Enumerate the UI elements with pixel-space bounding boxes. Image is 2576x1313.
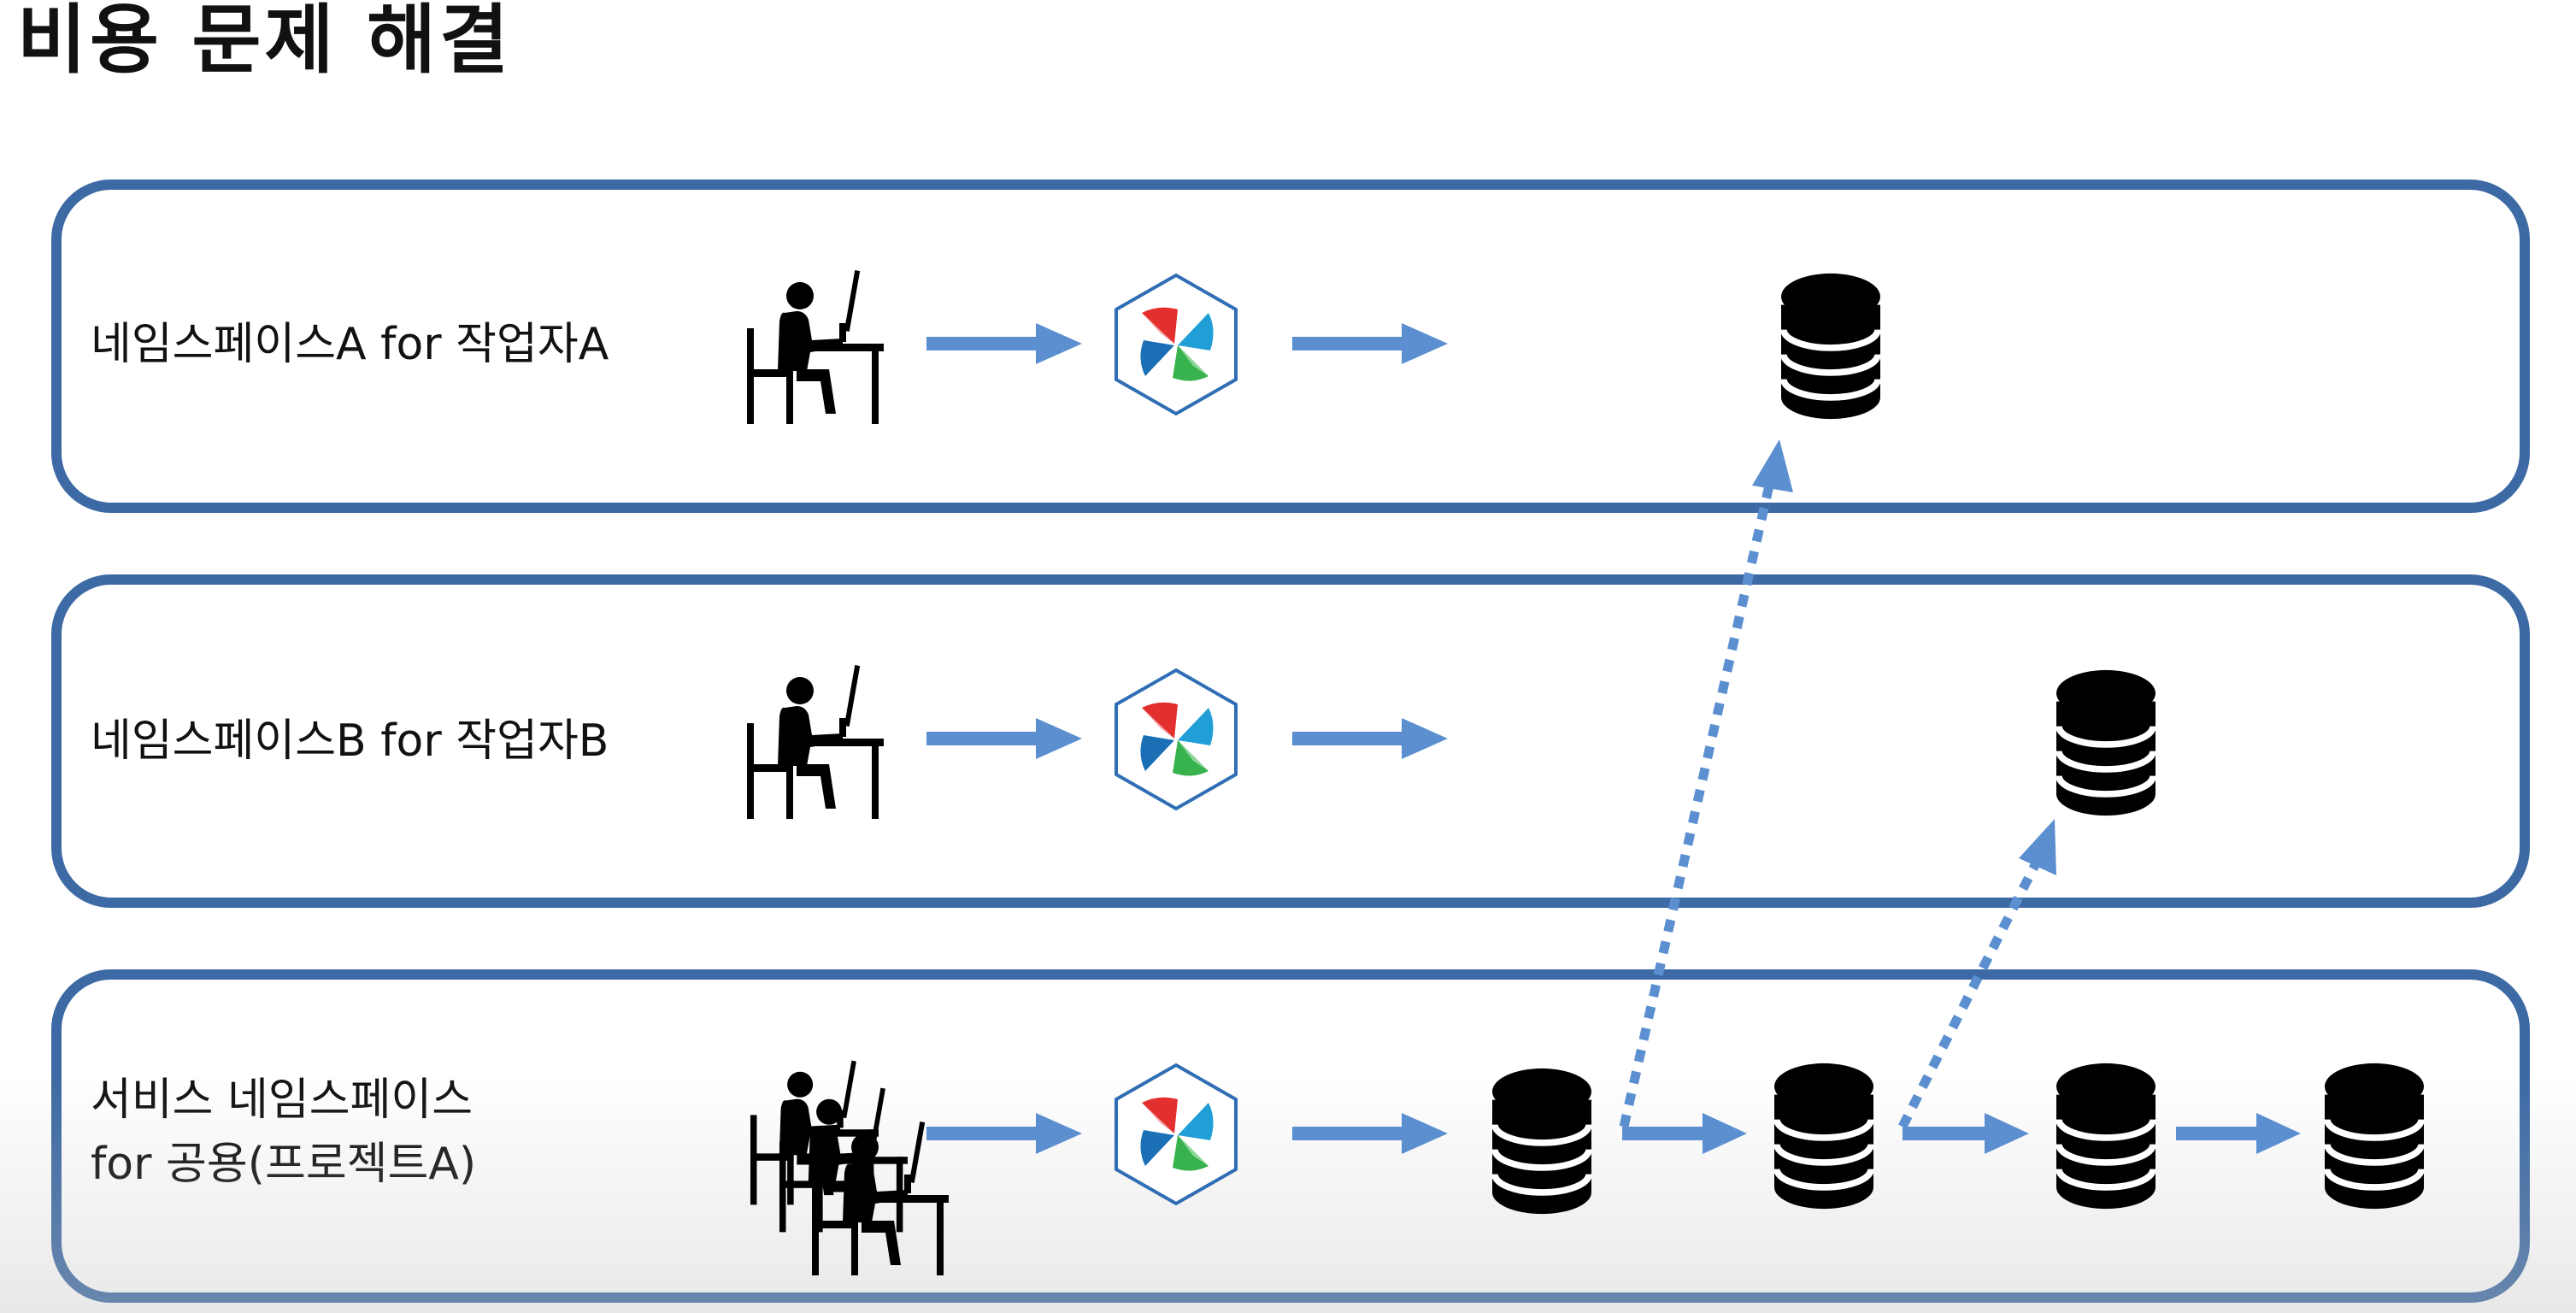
dotted-copy-arrow-to-a-head bbox=[1752, 439, 1793, 492]
dotted-copy-arrow-to-b bbox=[1898, 861, 2040, 1129]
worker-at-desk-icon bbox=[747, 665, 884, 819]
flow-arrow-head bbox=[2256, 1113, 2301, 1154]
page-title: 비용 문제 해결 bbox=[17, 0, 513, 84]
flow-arrow-head bbox=[1036, 718, 1082, 759]
service-namespace-panel bbox=[51, 969, 2530, 1303]
namespace-b-panel bbox=[51, 574, 2530, 908]
namespace-b-label: 네임스페이스B for 작업자B bbox=[91, 715, 609, 767]
flow-arrow-head bbox=[1036, 1113, 1082, 1154]
airflow-pinwheel-icon bbox=[1115, 1063, 1238, 1205]
database-icon bbox=[2056, 1063, 2155, 1209]
database-icon bbox=[1781, 274, 1880, 419]
database-icon bbox=[2325, 1063, 2424, 1209]
flow-arrow-head bbox=[1402, 323, 1448, 364]
worker-at-desk-icon bbox=[747, 270, 884, 424]
service-namespace-label-line1: 서비스 네임스페이스 bbox=[91, 1075, 473, 1126]
airflow-pinwheel-icon bbox=[1115, 668, 1238, 810]
flow-arrow-head bbox=[1985, 1113, 2029, 1154]
dotted-copy-arrow-to-b-head bbox=[2019, 819, 2056, 875]
namespace-a-label: 네임스페이스A for 작업자A bbox=[91, 319, 609, 370]
namespace-a-panel bbox=[51, 180, 2530, 513]
database-icon bbox=[2056, 670, 2155, 815]
flow-arrow-head bbox=[1402, 1113, 1448, 1154]
flow-arrow-head bbox=[1703, 1113, 1747, 1154]
service-namespace-label-line2: for 공용(프로젝트A) bbox=[91, 1139, 477, 1191]
flow-arrow-head bbox=[1402, 718, 1448, 759]
database-icon bbox=[1492, 1069, 1591, 1214]
database-icon bbox=[1774, 1063, 1873, 1209]
flow-arrow-head bbox=[1036, 323, 1082, 364]
worker-group-icon bbox=[750, 1060, 949, 1275]
airflow-pinwheel-icon bbox=[1115, 274, 1238, 415]
dotted-copy-arrow-to-a bbox=[1619, 484, 1774, 1128]
service-namespace-label: 서비스 네임스페이스 for 공용(프로젝트A) bbox=[91, 1069, 476, 1198]
